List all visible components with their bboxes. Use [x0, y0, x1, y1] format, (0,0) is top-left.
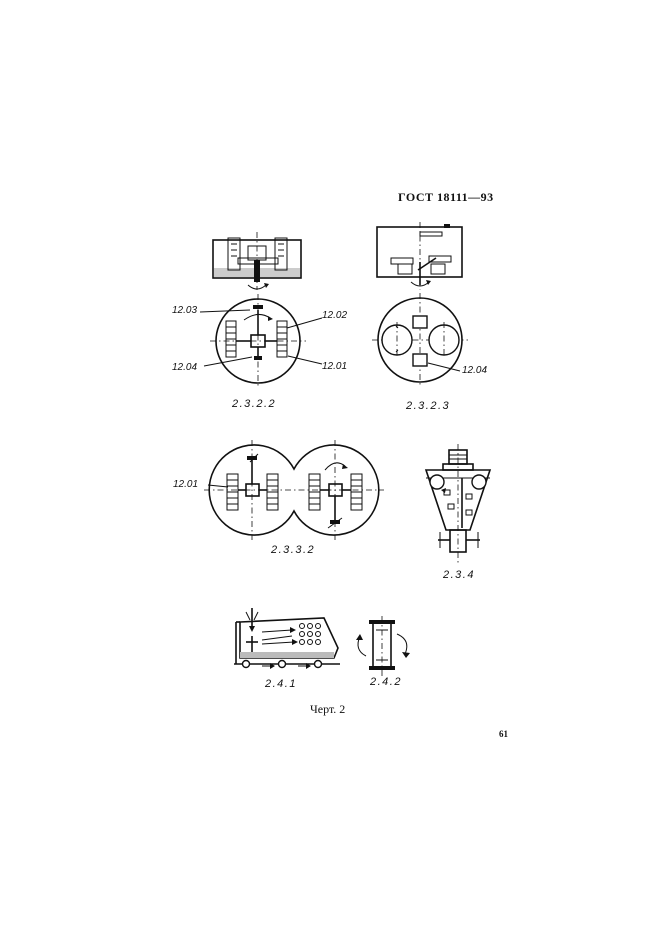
- drawing-2332: [204, 440, 384, 540]
- label-12-01: 12.01: [322, 361, 348, 372]
- caption-2322: 2.3.2.2: [232, 398, 277, 410]
- label-12-04: 12.04: [462, 365, 488, 376]
- drawing-241: [234, 608, 340, 669]
- caption-241: 2.4.1: [265, 678, 297, 690]
- caption-2332: 2.3.3.2: [271, 544, 316, 556]
- label-12-03: 12.03: [172, 305, 198, 316]
- caption-234: 2.3.4: [443, 569, 475, 581]
- figure-caption: Черт. 2: [310, 702, 346, 716]
- caption-2323: 2.3.2.3: [406, 400, 451, 412]
- document-header: ГОСТ 18111—93: [398, 190, 494, 204]
- label-12-02: 12.02: [322, 310, 348, 321]
- page-number: 61: [499, 729, 508, 739]
- drawing-2323-plan-view: [372, 293, 468, 387]
- caption-242: 2.4.2: [370, 676, 402, 688]
- drawing-234: [424, 444, 492, 565]
- drawing-2322-plan-view: [199, 294, 323, 388]
- label-12-01: 12.01: [173, 479, 199, 490]
- label-12-04: 12.04: [172, 362, 198, 373]
- drawing-242: [356, 616, 410, 676]
- drawing-2322-side-view: [212, 232, 302, 290]
- drawing-2323-side-view: [376, 222, 463, 290]
